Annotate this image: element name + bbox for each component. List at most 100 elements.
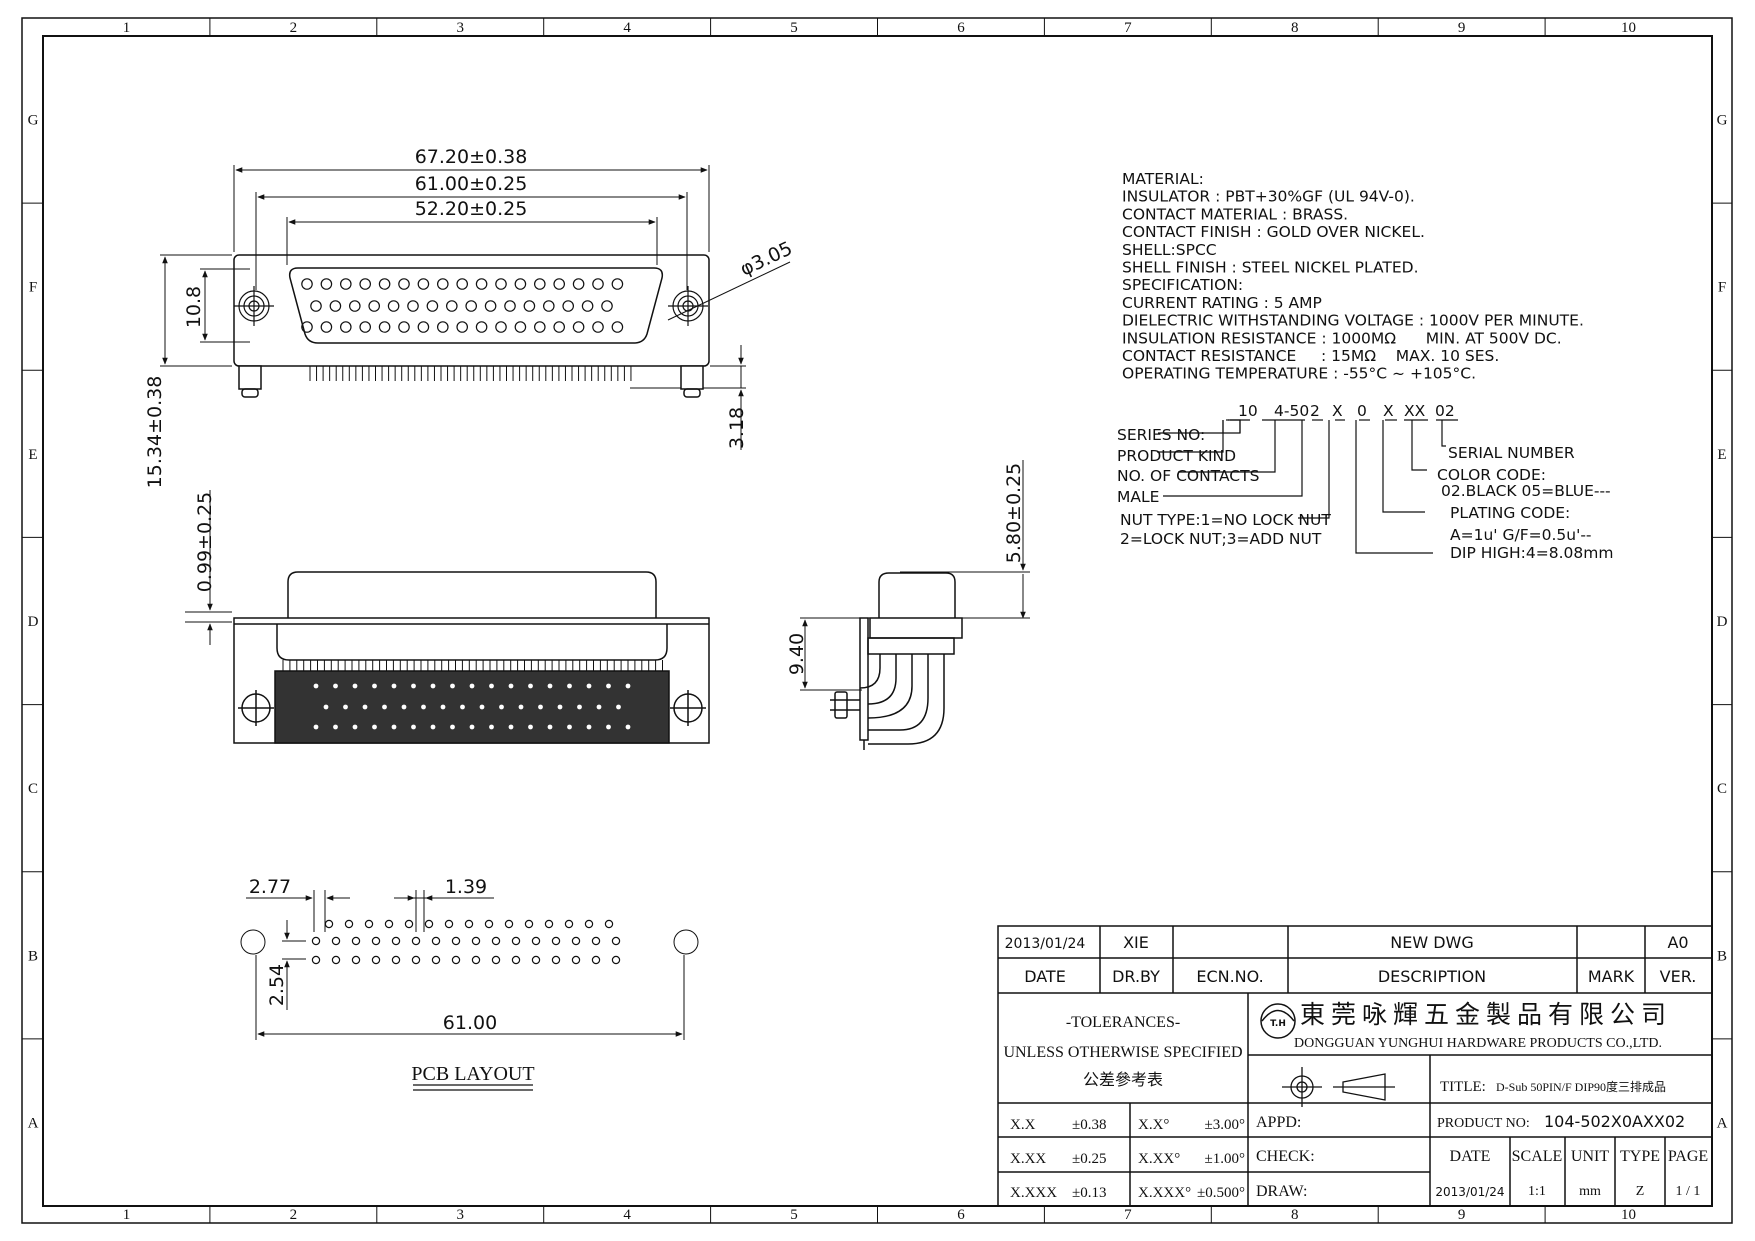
contact-pin <box>436 321 449 333</box>
pcb-pin <box>421 704 426 710</box>
pcb-hole <box>591 955 601 965</box>
pcb-pin <box>508 724 514 730</box>
front-body <box>233 254 710 398</box>
frame-col-mark-bottom: 6 <box>957 1207 965 1223</box>
pcb-pin <box>596 704 602 710</box>
bottom-pcb-pins <box>313 683 631 730</box>
contact-pin <box>533 278 546 290</box>
frame-col-mark-top: 7 <box>1124 20 1132 36</box>
header-ecn: ECN.NO. <box>1196 967 1263 986</box>
pcb-hole <box>464 919 474 929</box>
contact-pin <box>611 278 624 290</box>
rev-version: A0 <box>1667 933 1688 952</box>
pcb-hole <box>571 936 581 946</box>
pcb-hole <box>384 919 394 929</box>
pcb-pin <box>313 724 319 730</box>
frame-col-mark-top: 1 <box>123 20 131 36</box>
pcb-hole <box>331 955 341 965</box>
pcb-pin <box>440 704 446 710</box>
contact-pin <box>523 300 536 312</box>
tol-angle-label: X.X° <box>1138 1117 1169 1133</box>
pcb-hole <box>491 955 501 965</box>
frame-col-mark-bottom: 10 <box>1621 1207 1636 1223</box>
pcb-pin <box>508 683 514 689</box>
footer-type: TYPE <box>1620 1148 1660 1165</box>
company-name-cn: 東莞咏輝五金製品有限公司 <box>1300 1001 1672 1029</box>
pcb-pin <box>323 704 329 710</box>
pcb-pin <box>391 683 397 689</box>
pcb-hole <box>611 955 621 965</box>
contact-pin <box>320 321 333 333</box>
pcb-pin <box>469 724 475 730</box>
frame-col-mark-bottom: 4 <box>623 1207 631 1223</box>
pcb-hole <box>324 919 334 929</box>
pcb-pin <box>528 683 533 689</box>
contact-pin <box>504 300 516 312</box>
footer-date-value: 2013/01/24 <box>1435 1185 1504 1199</box>
contact-pin <box>348 300 361 312</box>
pcb-pin <box>528 724 533 730</box>
pcb-hole <box>351 936 361 946</box>
pcb-pin <box>557 704 563 710</box>
side-view: 5.80±0.25 9.40 <box>786 460 1030 750</box>
pcb-pin <box>333 724 338 730</box>
frame-row-mark-right: F <box>1718 280 1726 296</box>
approved-label: APPD: <box>1256 1114 1301 1131</box>
frame-col-mark-top: 5 <box>790 20 798 36</box>
pcb-pin <box>382 704 387 710</box>
pcb-hole <box>584 919 594 929</box>
frame-row-mark-left: B <box>28 948 38 964</box>
code-right-label: 02.BLACK 05=BLUE--- <box>1441 482 1611 500</box>
contact-pin <box>475 321 488 333</box>
check-label: CHECK: <box>1256 1148 1315 1165</box>
header-date: DATE <box>1024 967 1066 986</box>
pcb-hole <box>491 936 501 946</box>
product-no-label: PRODUCT NO: <box>1437 1116 1530 1131</box>
company-logo-text: T.H <box>1270 1019 1286 1029</box>
tol-angle-value: ±0.500° <box>1197 1185 1245 1201</box>
contact-pin <box>456 278 468 290</box>
frame-col-mark-bottom: 1 <box>123 1207 131 1223</box>
code-segment: XX <box>1404 402 1426 420</box>
code-leader-lines <box>1157 419 1446 554</box>
front-dimensions <box>160 165 791 450</box>
pcb-hole <box>311 936 321 946</box>
company-name-en: DONGGUAN YUNGHUI HARDWARE PRODUCTS CO.,L… <box>1294 1036 1662 1051</box>
pcb-pin <box>567 683 572 689</box>
pcb-hole <box>424 919 434 929</box>
pcb-layout-label: PCB LAYOUT <box>411 1063 534 1085</box>
pcb-pin <box>567 724 572 730</box>
pcb-hole <box>511 936 521 946</box>
frame-col-mark-bottom: 5 <box>790 1207 798 1223</box>
code-segment: 0 <box>1357 402 1367 420</box>
contact-pin <box>581 300 594 312</box>
dim-flange-thickness: 0.99±0.25 <box>194 492 216 593</box>
contact-pin <box>514 321 527 333</box>
pcb-pin <box>625 683 631 689</box>
footer-scale-value: 1:1 <box>1528 1184 1546 1199</box>
header-drawn-by: DR.BY <box>1112 967 1160 986</box>
front-mount-holes <box>234 286 708 326</box>
pcb-hole <box>471 936 481 946</box>
dim-mount-hole: φ3.05 <box>737 237 796 280</box>
frame-row-mark-left: F <box>29 280 37 296</box>
contact-pin <box>495 278 507 290</box>
dim-row-pitch: 2.54 <box>266 964 288 1006</box>
contact-pin <box>436 278 449 290</box>
contact-pin <box>339 278 352 290</box>
pcb-hole <box>391 955 401 965</box>
pcb-hole <box>451 936 461 946</box>
contact-pin <box>301 321 313 333</box>
spec-line: INSULATOR : PBT+30%GF (UL 94V-0). <box>1122 188 1415 206</box>
dim-tail-length: 3.18 <box>726 407 748 449</box>
front-view: 67.20±0.38 61.00±0.25 52.20±0.25 φ3.05 1… <box>144 146 796 488</box>
spec-line: MATERIAL: <box>1122 170 1204 188</box>
pcb-pin <box>547 724 553 730</box>
contact-pin <box>407 300 419 312</box>
frame-col-mark-bottom: 2 <box>290 1207 298 1223</box>
pcb-pin <box>616 704 621 710</box>
front-contact-pins <box>301 278 624 333</box>
frame-col-mark-bottom: 3 <box>457 1207 465 1223</box>
contact-pin <box>378 278 391 290</box>
